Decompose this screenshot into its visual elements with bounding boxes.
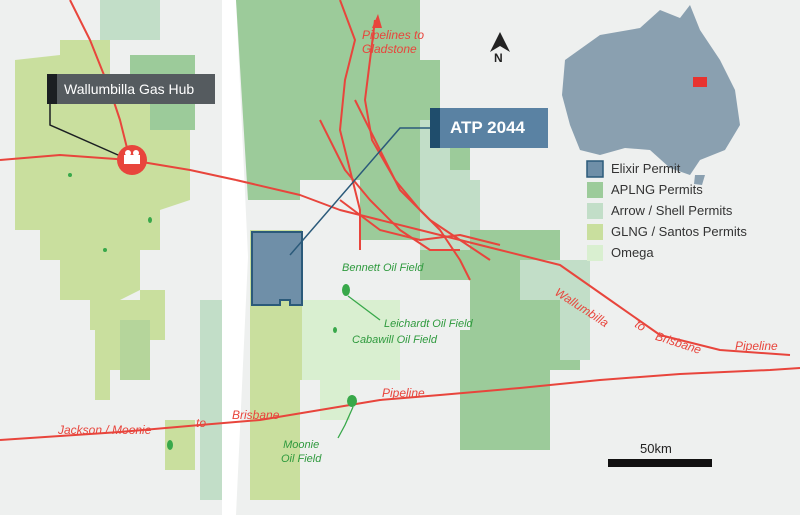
tasmania-shape <box>694 175 705 185</box>
glng-permit-block-south-inner <box>120 320 150 380</box>
permit-callout-line <box>289 127 430 256</box>
legend-label-glng: GLNG / Santos Permits <box>611 224 747 239</box>
elixir-permit-atp-2044[interactable] <box>251 231 303 306</box>
hub-callout-label: Wallumbilla Gas Hub <box>64 81 195 97</box>
pipeline-cross-link <box>339 199 501 246</box>
pipeline-label-jackson: Jackson / Moonie <box>58 423 152 437</box>
permit-callout-label: ATP 2044 <box>450 118 525 137</box>
small-field-marker-3 <box>148 217 152 223</box>
panel-divider <box>222 0 248 515</box>
field-label-moonie: Moonie Oil Field <box>281 439 322 465</box>
legend-swatch-elixir <box>586 160 604 178</box>
pipeline-gladstone-3 <box>354 99 491 261</box>
gas-hub-icon-tank-2 <box>133 150 139 156</box>
omega-permit-block <box>302 300 350 420</box>
arrow-permit-block-top-left <box>100 0 160 40</box>
scale-bar-label: 50km <box>640 441 672 456</box>
legend-label-elixir: Elixir Permit <box>611 161 681 176</box>
north-arrow-icon <box>490 32 510 52</box>
pipeline-label-gladstone: Pipelines to Gladstone <box>362 28 425 56</box>
bennett-oil-field-marker[interactable] <box>342 284 350 296</box>
legend-swatch-glng <box>587 224 603 240</box>
pipeline-label-to: to <box>196 416 207 430</box>
leichardt-leader-line <box>347 295 381 321</box>
field-label-cabawill: Cabawill Oil Field <box>352 334 437 346</box>
moonie-oil-field-marker[interactable] <box>347 395 357 407</box>
legend-label-arrow: Arrow / Shell Permits <box>611 203 733 218</box>
permit-callout[interactable]: ATP 2044 <box>430 108 548 148</box>
scale-bar <box>608 459 712 467</box>
cabawill-oil-field-marker[interactable] <box>333 327 337 333</box>
pipeline-jackson-moonie-brisbane <box>0 367 800 441</box>
oil-fields <box>68 173 357 450</box>
pipeline-label-brisbane-left: Brisbane <box>232 408 280 422</box>
field-leaders <box>337 295 381 439</box>
legend-label-omega: Omega <box>611 245 654 260</box>
small-field-marker <box>167 440 173 450</box>
aplng-permit-block-north <box>236 0 420 200</box>
glng-permit-block-left <box>15 40 190 330</box>
pipeline-gladstone-1 <box>339 0 361 250</box>
pipeline-wallumbilla-brisbane <box>235 179 791 356</box>
pipelines <box>0 0 800 441</box>
legend-swatch-aplng <box>587 182 603 198</box>
australia-inset-map <box>562 5 740 185</box>
north-label: N <box>494 51 503 65</box>
omega-permit-block-east <box>350 300 400 380</box>
pipeline-label-pipeline-right: Pipeline <box>735 339 778 353</box>
legend-swatch-arrow <box>587 203 603 219</box>
glng-permit-block-bottom <box>165 420 195 470</box>
arrow-permit-block-far-east <box>520 260 590 360</box>
field-label-leichardt: Leichardt Oil Field <box>384 318 473 330</box>
legend-swatches <box>586 160 604 261</box>
arrow-permit-block-left-edge <box>200 300 222 500</box>
legend-label-aplng: APLNG Permits <box>611 182 703 197</box>
legend-swatch-omega <box>587 245 603 261</box>
hub-callout[interactable]: Wallumbilla Gas Hub <box>47 74 215 104</box>
gas-hub-icon-tank <box>125 150 131 156</box>
small-field-marker-2 <box>68 173 72 177</box>
gas-hub-icon-glyph <box>124 155 140 164</box>
pipeline-arrow-north-icon <box>372 14 382 28</box>
pipeline-label-pipeline-mid: Pipeline <box>382 386 425 400</box>
hub-callout-line <box>49 100 119 156</box>
australia-inset-highlight <box>693 77 707 87</box>
left-panel-permits <box>15 0 222 500</box>
pipeline-gladstone-4 <box>319 119 460 251</box>
australia-mainland-shape <box>562 5 740 175</box>
field-label-bennett: Bennett Oil Field <box>342 262 424 274</box>
small-field-marker-4 <box>103 248 107 252</box>
moonie-leader-line <box>337 406 354 439</box>
